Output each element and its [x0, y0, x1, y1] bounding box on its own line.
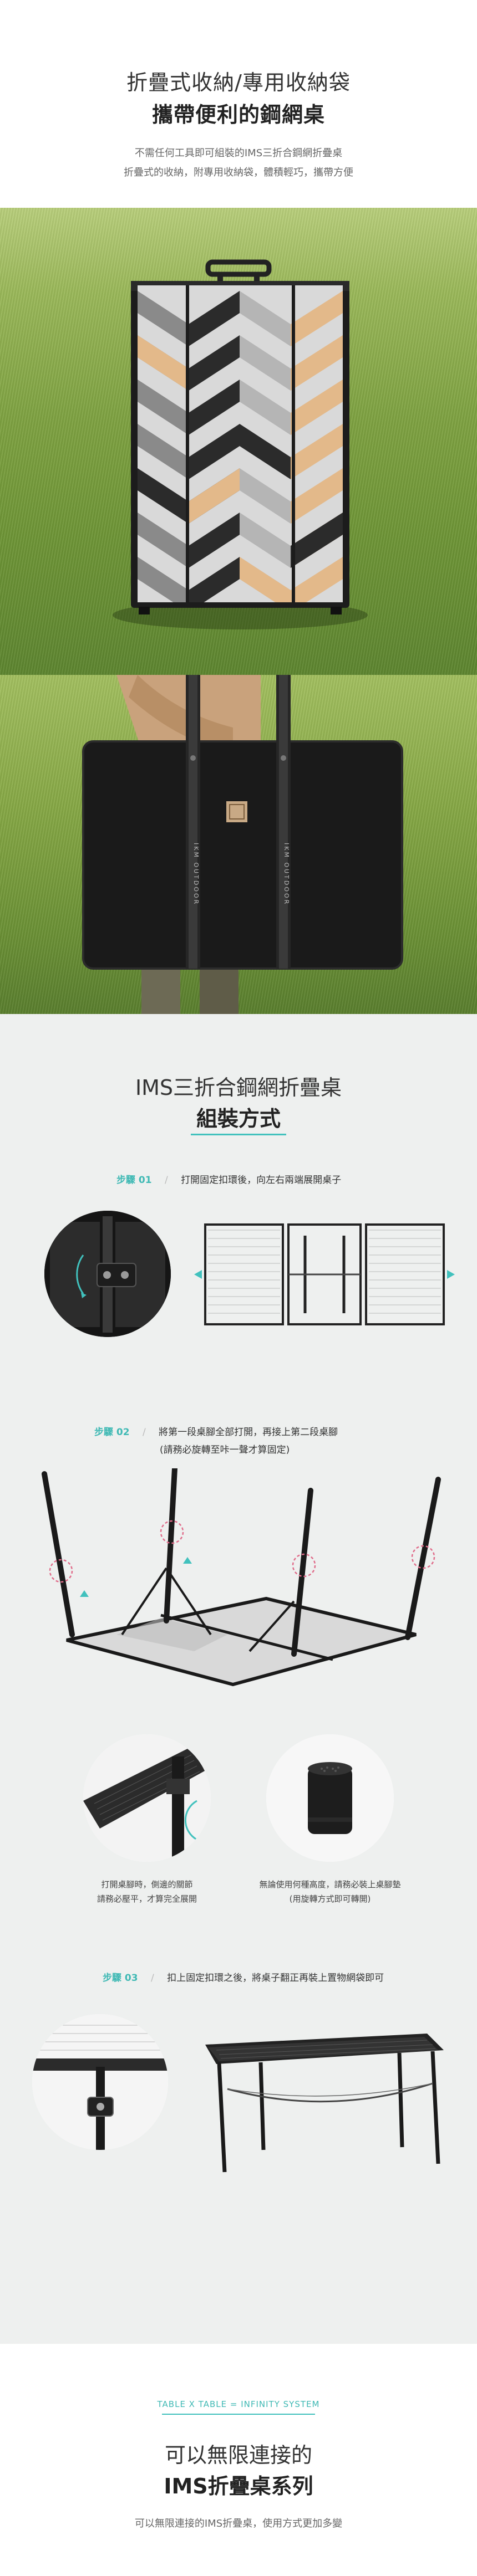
- caption-left-line2: 請務必壓平，才算完全展開: [97, 1894, 197, 1904]
- assembly-section: IMS三折合鋼網折疊桌 組裝方式 步驟 01 / 打開固定扣環後，向左右兩端展開…: [0, 1014, 477, 2344]
- assembly-title-line2: 組裝方式: [196, 1107, 281, 1131]
- infinity-title-line2: IMS折疊桌系列: [164, 2474, 313, 2498]
- joint-closeup-illustration: [83, 1734, 211, 1862]
- infinity-desc: 可以無限連接的IMS折疊桌，使用方式更加多變: [134, 2518, 343, 2529]
- footpad-closeup-illustration: [266, 1734, 394, 1862]
- assembly-title-underline: [191, 1134, 286, 1135]
- folded-table-illustration: [113, 259, 368, 629]
- step-3-clasp-closeup: [32, 2014, 168, 2150]
- intro-title-line2: 攜帶便利的鋼網桌: [151, 103, 325, 127]
- step-1-label: 步驟 01: [116, 1175, 152, 1186]
- step-3-finished-table-illustration: [205, 2034, 444, 2173]
- step-2-joint-closeup: [83, 1734, 211, 1862]
- step-1-separator: /: [164, 1175, 168, 1186]
- step-2-header: 步驟 02 / 將第一段桌腳全部打開，再接上第二段桌腳: [94, 1424, 338, 1438]
- clasp-closeup-illustration: [32, 2014, 168, 2150]
- step-3-text: 扣上固定扣環之後，將桌子翻正再裝上置物網袋即可: [167, 1973, 384, 1984]
- step-3-header: 步驟 03 / 扣上固定扣環之後，將桌子翻正再裝上置物網袋即可: [103, 1970, 384, 1984]
- step-3-label: 步驟 03: [103, 1973, 138, 1984]
- intro-section: 折疊式收納/專用收納袋 攜帶便利的鋼網桌 不需任何工具即可組裝的IMS三折合鋼網…: [0, 0, 477, 208]
- caption-left-line1: 打開桌腳時，側邊的關節: [101, 1879, 193, 1889]
- bag-strap-text-right: IKM OUTDOOR: [283, 843, 290, 906]
- carry-bag-illustration: [82, 675, 403, 1014]
- step-1-latch-closeup: [44, 1211, 171, 1337]
- folded-table-photo: [0, 208, 477, 675]
- step-1-text: 打開固定扣環後，向左右兩端展開桌子: [181, 1175, 342, 1186]
- infinity-section: TABLE X TABLE = INFINITY SYSTEM 可以無限連接的 …: [0, 2344, 477, 2576]
- step-2-footpad-closeup: [266, 1734, 394, 1862]
- infinity-tag: TABLE X TABLE = INFINITY SYSTEM: [157, 2399, 320, 2409]
- intro-desc-line2: 折疊式的收納，附專用收納袋，體積輕巧，攜帶方便: [124, 167, 353, 178]
- step-2-subtext: (請務必旋轉至咔一聲才算固定): [160, 1442, 290, 1456]
- caption-right-line1: 無論使用何種高度，請務必裝上桌腳墊: [259, 1879, 401, 1889]
- step-2-text-line2: (請務必旋轉至咔一聲才算固定): [160, 1445, 290, 1456]
- bag-strap-text-left: IKM OUTDOOR: [192, 843, 200, 906]
- assembly-title-line1: IMS三折合鋼網折疊桌: [135, 1076, 342, 1100]
- infinity-tag-underline: [162, 2414, 315, 2415]
- step-2-legs-illustration: [42, 1468, 441, 1687]
- caption-left: 打開桌腳時，側邊的關節 請務必壓平，才算完全展開: [67, 1877, 227, 1906]
- step-2-label: 步驟 02: [94, 1427, 130, 1438]
- caption-right: 無論使用何種高度，請務必裝上桌腳墊 (用旋轉方式即可轉開): [244, 1877, 416, 1906]
- intro-desc-line1: 不需任何工具即可組裝的IMS三折合鋼網折疊桌: [134, 147, 343, 159]
- step-1-header: 步驟 01 / 打開固定扣環後，向左右兩端展開桌子: [116, 1172, 341, 1186]
- infinity-title-line1: 可以無限連接的: [164, 2443, 312, 2467]
- latch-closeup-illustration: [44, 1211, 171, 1337]
- intro-title-line1: 折疊式收納/專用收納袋: [126, 70, 351, 95]
- step-2-separator: /: [142, 1427, 146, 1438]
- step-3-separator: /: [150, 1973, 154, 1984]
- step-2-text-line1: 將第一段桌腳全部打開，再接上第二段桌腳: [159, 1427, 338, 1438]
- caption-right-line2: (用旋轉方式即可轉開): [289, 1894, 371, 1904]
- step-1-open-table-illustration: [194, 1223, 455, 1325]
- carry-bag-photo: IKM OUTDOOR IKM OUTDOOR: [0, 675, 477, 1014]
